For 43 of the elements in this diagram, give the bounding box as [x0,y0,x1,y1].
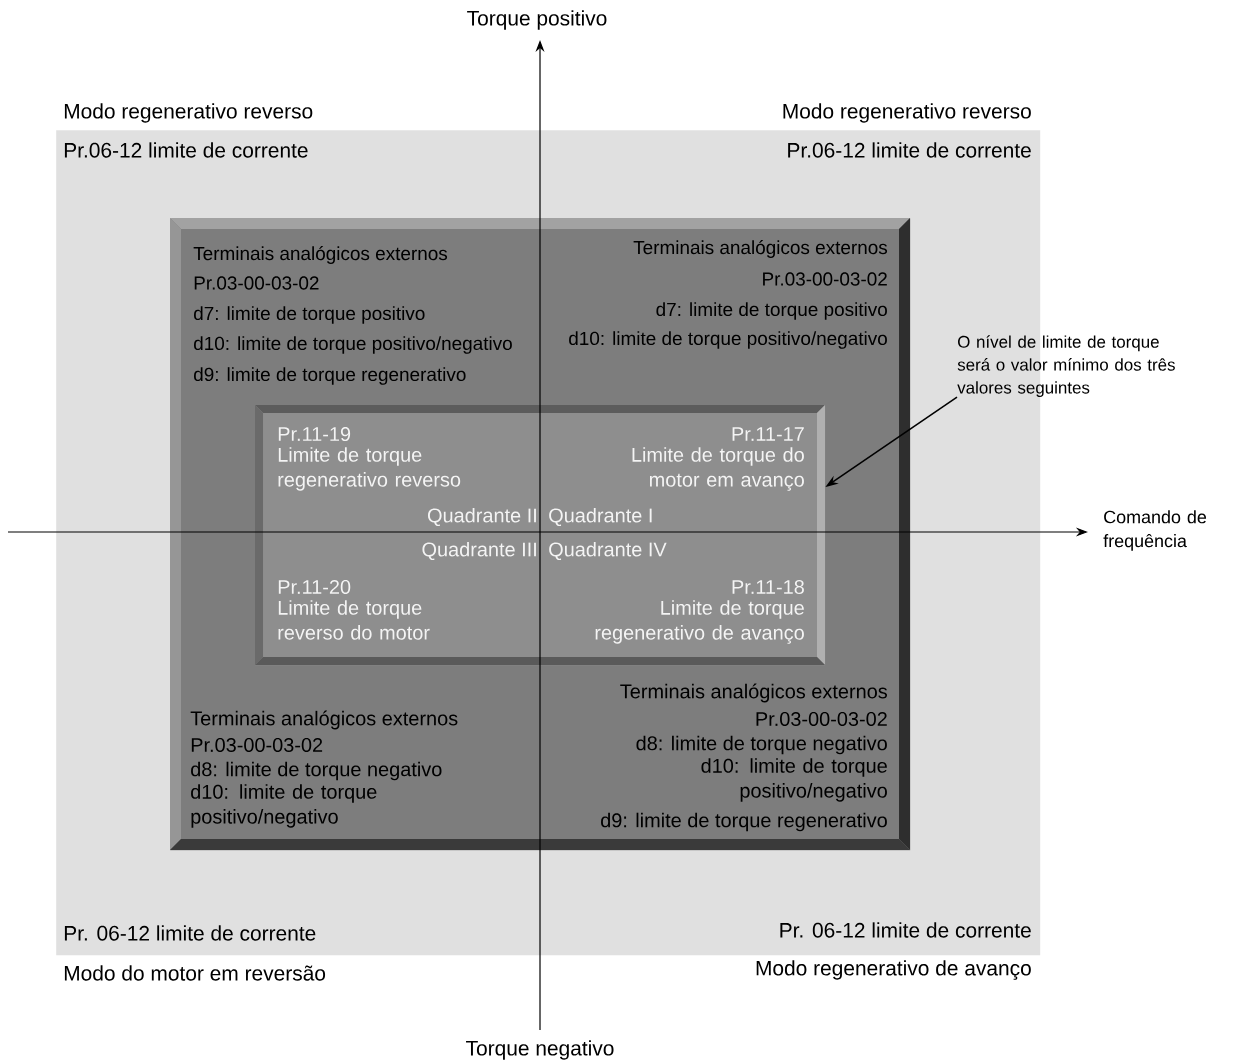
panel-text: Limite de torque reverso do motor [278,600,430,640]
axis-label: Torque negativo [466,1040,614,1060]
mode-label: Modo regenerativo de avanço [756,960,1031,980]
panel-text: d10: limite de torque positivo/negativo [191,784,377,828]
panel-text: Terminais analógicos externos [633,240,888,258]
quadrant-label: Quadrante IV [549,541,667,561]
panel-text: Terminais analógicos externos [620,683,887,703]
panel-text: d7: limite de torque positivo [656,302,887,320]
inner-panel [255,405,826,666]
mode-label: Modo regenerativo reverso [783,103,1031,123]
panel-text: Terminais analógicos externos [193,246,448,264]
panel-text: Pr.03-00-03-02 [191,737,323,753]
panel-text: Terminais analógicos externos [190,710,458,730]
panel-text: d7: limite de torque positivo [194,306,425,324]
mode-label: Modo regenerativo reverso [64,103,313,123]
axis-label: Comando de frequência [1103,510,1207,551]
panel-text: Pr.11-20 [278,579,351,595]
limit-text: Pr.06-12 limite de corrente [64,142,308,158]
panel-text: Limite de torque do motor em avanço [632,447,804,491]
panel-text: d10: limite de torque positivo/negativo [194,336,512,354]
limit-text: Pr. 06-12 limite de corrente [64,925,316,941]
panel-text: d10: limite de torque positivo/negativo [569,331,887,349]
quadrant-label: Quadrante III [422,541,536,561]
panel-text: d8: limite de torque negativo [636,735,887,755]
panel-text: Pr.11-17 [732,427,804,441]
quadrant-label: Quadrante II [428,507,536,527]
panel-text: Pr.03-00-03-02 [756,711,887,727]
panel-text: d8: limite de torque negativo [191,761,442,781]
panel-text: Pr.11-18 [732,579,804,595]
limit-text: Pr. 06-12 limite de corrente [780,922,1031,938]
limit-text: Pr.06-12 limite de corrente [788,142,1031,158]
callout-text: O nível de limite de torque será o valor mínimo dos três valores seguintes [957,335,1175,397]
panel-text: d9: limite de torque regenerativo [601,812,887,832]
axis-label: Torque positivo [467,10,607,30]
panel-text: Limite de torque regenerativo reverso [278,447,461,491]
quadrant-label: Quadrante I [549,507,652,527]
mode-label: Modo do motor em reversão [64,965,326,981]
panel-text: Pr.03-00-03-02 [763,272,887,286]
panel-text: d10: limite de torque positivo/negativo [701,758,887,802]
panel-text: Limite de torque regenerativo de avanço [595,600,804,644]
panel-text: Pr.03-00-03-02 [194,276,319,290]
panel-text: Pr.11-19 [278,426,351,442]
panel-text: d9: limite de torque regenerativo [194,367,466,385]
